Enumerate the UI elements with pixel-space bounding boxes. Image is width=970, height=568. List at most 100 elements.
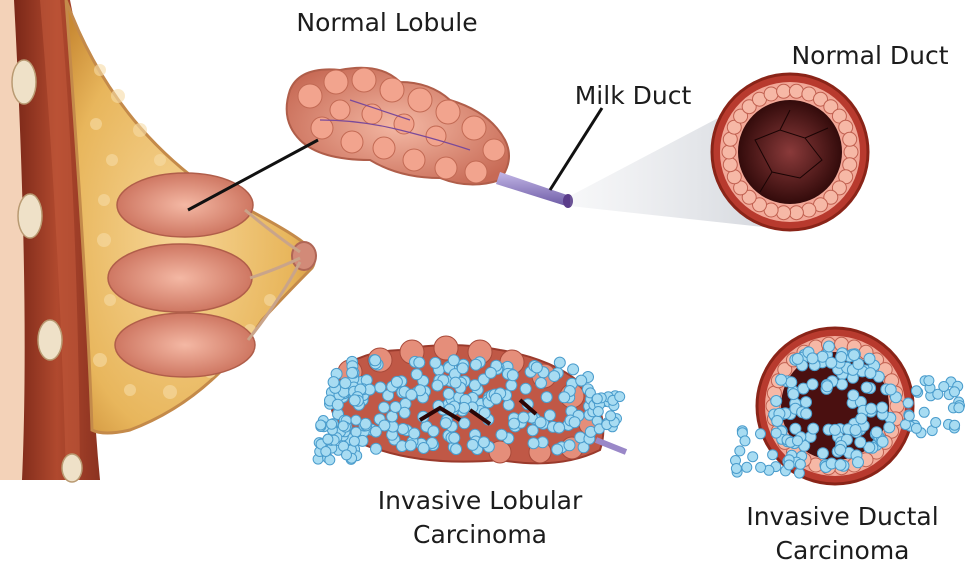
cancer-cell — [734, 445, 746, 457]
cancer-cell — [417, 442, 430, 454]
cancer-cell — [567, 363, 580, 376]
cancer-cell — [591, 393, 603, 405]
cancer-cell — [834, 443, 847, 456]
cancer-cell — [876, 401, 889, 414]
nipple — [291, 241, 317, 271]
label-idc-line-1: Invasive Ductal — [746, 502, 939, 531]
cancer-cell — [413, 356, 426, 369]
normal-lobule — [285, 66, 510, 186]
cancer-cell — [398, 406, 411, 419]
cancer-cell — [787, 388, 800, 401]
cancer-cell — [410, 368, 423, 381]
cancer-cell — [439, 417, 452, 430]
epithelial-cell — [842, 131, 858, 147]
epithelial-cell — [831, 180, 847, 196]
cancer-cell — [938, 381, 950, 392]
cancer-cell — [792, 435, 803, 447]
cancer-cell — [807, 422, 820, 435]
cancer-cell — [378, 419, 391, 432]
epithelial-cell — [823, 99, 839, 115]
cancer-cell — [442, 387, 455, 400]
cancer-cell — [346, 366, 359, 379]
cancer-cell — [526, 424, 539, 437]
cancer-cell — [821, 380, 834, 393]
cancer-cell — [876, 435, 889, 448]
cancer-cell — [348, 394, 361, 407]
epithelial-cell — [788, 83, 804, 99]
cancer-cell — [450, 443, 463, 456]
cancer-cell — [822, 340, 835, 353]
cancer-cell — [614, 391, 626, 403]
label-normal-duct: Normal Duct — [791, 41, 949, 70]
cancer-cell — [404, 439, 417, 452]
cancer-cell — [739, 435, 751, 447]
cancer-cell — [910, 385, 922, 397]
epithelial-cell — [763, 86, 779, 102]
leader-milk-duct — [548, 107, 604, 191]
cancer-cell — [458, 417, 471, 430]
epithelial-cell — [831, 108, 847, 124]
epithelial-cell — [721, 144, 737, 160]
cancer-cell — [477, 436, 490, 449]
cancer-cell — [490, 392, 503, 405]
cancer-cell — [770, 395, 783, 407]
cancer-cell — [953, 402, 965, 414]
cancer-cell — [553, 421, 566, 434]
epithelial-cell — [823, 189, 839, 205]
epithelial-cell — [752, 197, 767, 213]
cancer-cell — [568, 416, 581, 429]
cancer-cell — [930, 417, 942, 428]
cancer-cell — [848, 349, 860, 362]
cancer-cell — [592, 406, 604, 417]
cancer-cell — [505, 379, 518, 392]
leader-lines — [187, 107, 604, 212]
cancer-cell — [852, 456, 864, 469]
cancer-cell — [397, 423, 409, 435]
cancer-cell — [558, 391, 571, 404]
invasive-lobular-carcinoma-illustration — [312, 335, 628, 466]
cancer-cell — [458, 401, 471, 414]
cancer-cell — [350, 414, 362, 426]
cancer-cell — [369, 425, 382, 438]
cancer-cell — [605, 410, 617, 422]
cancer-cell — [854, 436, 867, 449]
cancer-cell — [575, 374, 588, 387]
cancer-cell — [800, 396, 812, 409]
cancer-cell — [863, 441, 876, 454]
label-invasive-lobular-carcinoma: Invasive Lobular Carcinoma — [330, 484, 630, 552]
label-milk-duct: Milk Duct — [574, 81, 692, 110]
cancer-cell — [315, 419, 327, 431]
breast-lobes — [107, 172, 302, 378]
cancer-cell — [517, 411, 530, 424]
cancer-cell — [535, 377, 547, 389]
leader-lobule — [187, 138, 319, 212]
cancer-cell — [794, 458, 806, 470]
epithelial-cell — [838, 169, 854, 185]
cancer-cell — [829, 423, 841, 436]
cancer-cell — [427, 425, 440, 438]
cancer-cell — [747, 451, 759, 463]
cancer-cell — [484, 366, 497, 379]
label-invasive-ductal-carcinoma: Invasive Ductal Carcinoma — [715, 500, 970, 568]
epithelial-cell — [726, 119, 742, 135]
cancer-cell — [767, 449, 779, 461]
milk-duct-tube — [496, 172, 573, 208]
cancer-cell — [771, 415, 784, 427]
breast-profile — [64, 0, 317, 435]
cancer-cell — [770, 427, 782, 439]
cancer-cell — [902, 397, 914, 409]
cancer-cell — [456, 362, 469, 375]
label-ilc-line-1: Invasive Lobular — [377, 486, 583, 515]
cancer-cell — [527, 437, 540, 450]
epithelial-cell — [813, 91, 828, 107]
cancer-cell — [548, 370, 561, 383]
cancer-cell — [949, 386, 960, 398]
cancer-cell — [870, 426, 883, 439]
cancer-cell — [540, 391, 553, 404]
cancer-cell — [519, 382, 532, 395]
cancer-cell — [741, 461, 753, 473]
label-normal-lobule: Normal Lobule — [296, 8, 478, 37]
epithelial-cell — [776, 83, 792, 99]
